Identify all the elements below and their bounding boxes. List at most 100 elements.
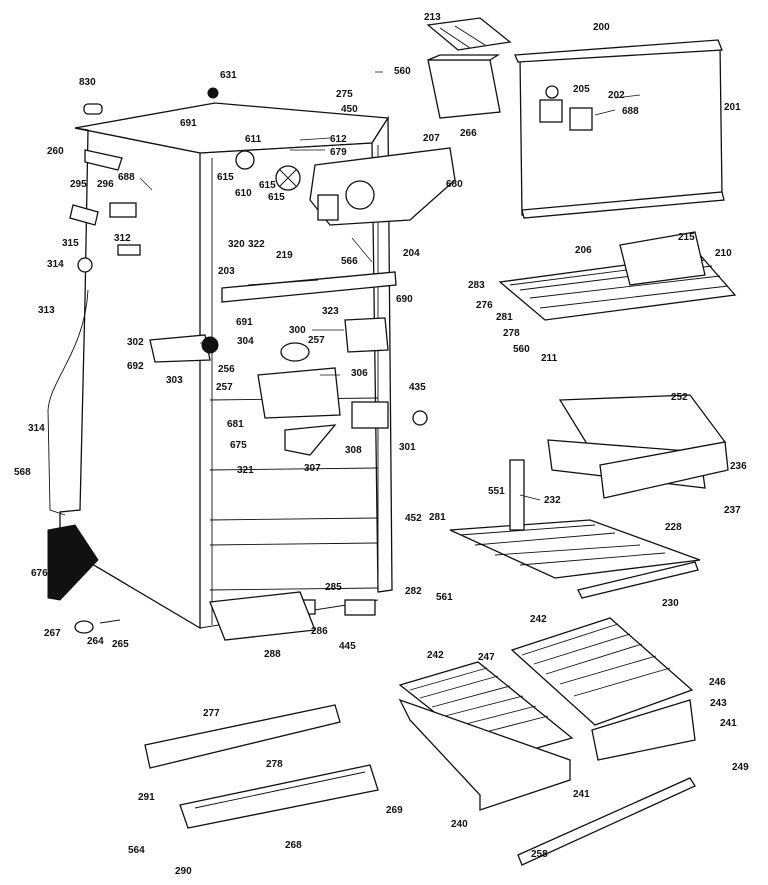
label-p691a: 691: [180, 118, 197, 129]
label-p203: 203: [218, 266, 235, 277]
label-p295: 295: [70, 179, 87, 190]
label-p561: 561: [436, 592, 453, 603]
label-p690: 690: [396, 294, 413, 305]
crisper-bin-upper: [619, 231, 706, 286]
label-p676: 676: [31, 568, 48, 579]
evaporator-housing: [309, 147, 456, 226]
ice-bin: [427, 54, 501, 119]
light-bracket: [351, 401, 428, 429]
label-p277: 277: [203, 708, 220, 719]
label-p281a: 281: [496, 312, 513, 323]
label-p265: 265: [112, 639, 129, 650]
label-p315: 315: [62, 238, 79, 249]
label-p296: 296: [97, 179, 114, 190]
label-p303: 303: [166, 375, 183, 386]
label-p692: 692: [127, 361, 144, 372]
label-p285: 285: [325, 582, 342, 593]
label-p240: 240: [451, 819, 468, 830]
label-p258: 258: [531, 849, 548, 860]
label-p200: 200: [593, 22, 610, 33]
panel-assembly: [514, 39, 725, 219]
label-p445: 445: [339, 641, 356, 652]
crisper-drawer-right: [510, 617, 696, 761]
label-p306: 306: [351, 368, 368, 379]
label-p252: 252: [671, 392, 688, 403]
label-p320: 320: [228, 239, 245, 250]
label-p257a: 257: [308, 335, 325, 346]
label-p564: 564: [128, 845, 145, 856]
label-p314b: 314: [28, 423, 45, 434]
label-p236: 236: [730, 461, 747, 472]
bottom-rails: [144, 591, 696, 866]
shelf-bracket: [509, 459, 525, 531]
label-p631: 631: [220, 70, 237, 81]
label-p551: 551: [488, 486, 505, 497]
label-p615c: 615: [268, 192, 285, 203]
label-p313: 313: [38, 305, 55, 316]
label-p300: 300: [289, 325, 306, 336]
label-p321: 321: [237, 465, 254, 476]
label-p211: 211: [541, 353, 558, 364]
label-p681: 681: [227, 419, 244, 430]
trim-strips: [221, 271, 397, 303]
label-p566: 566: [341, 256, 358, 267]
part-labels: 213 200 830 631 560 275 450 266 205 202 …: [14, 12, 749, 877]
label-p241a: 241: [720, 718, 737, 729]
label-p560a: 560: [394, 66, 411, 77]
label-p612: 612: [330, 134, 347, 145]
label-p268: 268: [285, 840, 302, 851]
label-p264: 264: [87, 636, 104, 647]
label-p435: 435: [409, 382, 426, 393]
label-p281b: 281: [429, 512, 446, 523]
label-p291: 291: [138, 792, 155, 803]
fan-motor: [235, 150, 301, 191]
label-p611: 611: [245, 134, 262, 145]
label-p610: 610: [235, 188, 252, 199]
control-assembly: [149, 317, 389, 419]
label-p213: 213: [424, 12, 441, 23]
label-p269: 269: [386, 805, 403, 816]
label-p679: 679: [330, 147, 347, 158]
label-p688b: 688: [118, 172, 135, 183]
label-p675: 675: [230, 440, 247, 451]
label-p680: 680: [446, 179, 463, 190]
label-p286: 286: [311, 626, 328, 637]
label-p266: 266: [460, 128, 477, 139]
label-p206: 206: [575, 245, 592, 256]
meat-pan: [547, 394, 729, 499]
label-p276: 276: [476, 300, 493, 311]
label-p275: 275: [336, 89, 353, 100]
label-p219: 219: [276, 250, 293, 261]
tube: [47, 289, 89, 516]
label-p228: 228: [665, 522, 682, 533]
label-p308: 308: [345, 445, 362, 456]
label-p260: 260: [47, 146, 64, 157]
lower-shelf: [449, 519, 701, 599]
label-p314a: 314: [47, 259, 64, 270]
ice-tray: [426, 17, 512, 51]
label-p322: 322: [248, 239, 265, 250]
duct: [284, 424, 337, 456]
label-p243: 243: [710, 698, 727, 709]
label-p312: 312: [114, 233, 131, 244]
label-p204: 204: [403, 248, 420, 259]
label-p257b: 257: [216, 382, 233, 393]
cabinet: [59, 102, 393, 630]
label-p215: 215: [678, 232, 695, 243]
label-p207: 207: [423, 133, 440, 144]
label-p560b: 560: [513, 344, 530, 355]
label-p615a: 615: [217, 172, 234, 183]
label-p242b: 242: [530, 614, 547, 625]
label-p242a: 242: [427, 650, 444, 661]
label-p278b: 278: [266, 759, 283, 770]
label-p210: 210: [715, 248, 732, 259]
label-p288: 288: [264, 649, 281, 660]
label-p304: 304: [237, 336, 254, 347]
label-p452: 452: [405, 513, 422, 524]
label-p205: 205: [573, 84, 590, 95]
label-p691b: 691: [236, 317, 253, 328]
label-p688a: 688: [622, 106, 639, 117]
label-p450: 450: [341, 104, 358, 115]
leader-lines: [139, 71, 641, 501]
